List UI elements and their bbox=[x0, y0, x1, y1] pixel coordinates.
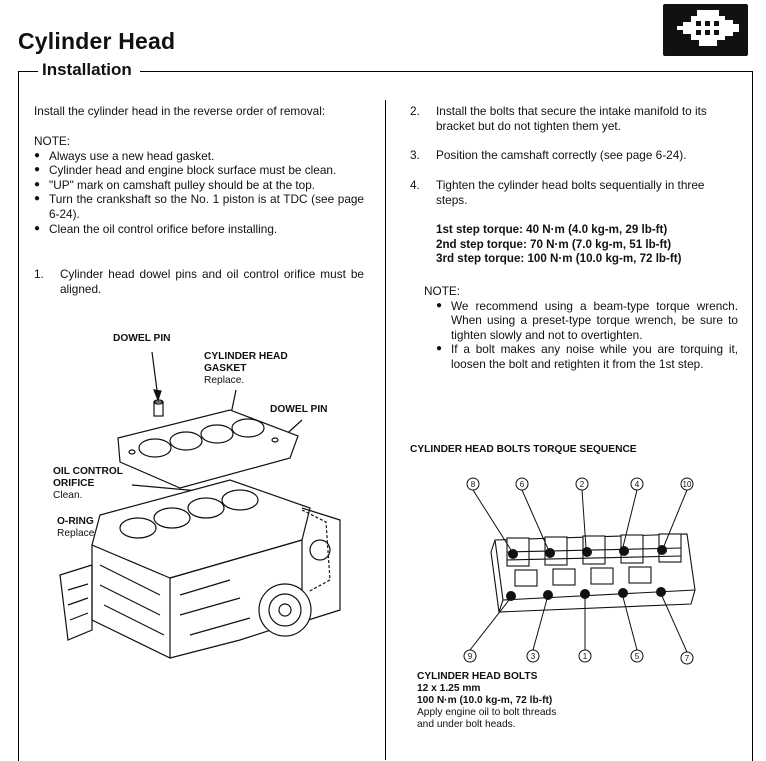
bolt-torque: 100 N·m (10.0 kg-m, 72 lb-ft) bbox=[417, 695, 553, 706]
bolts-label: CYLINDER HEAD BOLTS bbox=[417, 671, 538, 682]
torque-step-2: 2nd step torque: 70 N·m (7.0 kg-m, 51 lb… bbox=[436, 237, 672, 251]
note-item: Cylinder head and engine block surface m… bbox=[34, 163, 364, 178]
step-text: Install the bolts that secure the intake… bbox=[436, 104, 707, 133]
frame-top-rule bbox=[18, 71, 752, 72]
right-steps: 2. Install the bolts that secure the int… bbox=[410, 104, 738, 207]
seq-number: 4 bbox=[635, 480, 640, 489]
section-title: Installation bbox=[38, 60, 140, 80]
step-1: 1. Cylinder head dowel pins and oil cont… bbox=[34, 267, 364, 296]
seq-number: 5 bbox=[635, 652, 640, 661]
note-item: Always use a new head gasket. bbox=[34, 149, 364, 164]
engine-block-illustration bbox=[59, 351, 341, 659]
seq-number: 9 bbox=[468, 652, 473, 661]
seq-number: 10 bbox=[683, 480, 692, 489]
note-item: Clean the oil control orifice before ins… bbox=[34, 222, 364, 237]
step-number: 4. bbox=[410, 178, 420, 192]
label-oil-control-orifice: OIL CONTROL ORIFICE Clean. bbox=[53, 466, 123, 501]
torque-step-1: 1st step torque: 40 N·m (4.0 kg-m, 29 lb… bbox=[436, 223, 668, 236]
seq-number: 1 bbox=[583, 652, 588, 661]
seq-number: 3 bbox=[531, 652, 536, 661]
note-item: "UP" mark on camshaft pulley should be a… bbox=[34, 178, 364, 193]
step-text: Position the camshaft correctly (see pag… bbox=[436, 148, 687, 162]
note-item: Turn the crankshaft so the No. 1 piston … bbox=[34, 192, 364, 221]
page-title: Cylinder Head bbox=[18, 28, 176, 54]
step-number: 3. bbox=[410, 148, 420, 162]
label-cylinder-head-gasket: CYLINDER HEAD GASKET Replace. bbox=[204, 351, 288, 386]
note-label: NOTE: bbox=[34, 134, 71, 148]
engine-section-icon bbox=[663, 4, 748, 56]
bolt-size: 12 x 1.25 mm bbox=[417, 683, 481, 694]
step-number: 1. bbox=[34, 267, 44, 281]
seq-number: 2 bbox=[580, 480, 585, 489]
label-dowel-pin-1: DOWEL PIN bbox=[113, 333, 171, 344]
column-divider bbox=[385, 100, 386, 760]
left-notes: NOTE: Always use a new head gasket. Cyli… bbox=[34, 134, 364, 236]
torque-step-3: 3rd step torque: 100 N·m (10.0 kg-m, 72 … bbox=[436, 252, 682, 266]
bolt-sequence-illustration: 8 6 2 4 10 9 3 1 5 7 bbox=[463, 477, 696, 665]
label-dowel-pin-2: DOWEL PIN bbox=[270, 404, 328, 415]
bolt-note: Apply engine oil to bolt threads bbox=[417, 707, 557, 718]
step-2: 2. Install the bolts that secure the int… bbox=[410, 104, 738, 134]
frame-right-rule bbox=[752, 71, 753, 761]
note-item: We recommend using a beam-type torque wr… bbox=[436, 299, 738, 343]
frame-left-rule bbox=[18, 71, 19, 761]
seq-number: 8 bbox=[471, 480, 476, 489]
label-o-ring: O-RING Replace. bbox=[57, 516, 98, 539]
bolt-note: and under bolt heads. bbox=[417, 719, 516, 730]
step-3: 3. Position the camshaft correctly (see … bbox=[410, 148, 738, 164]
seq-number: 7 bbox=[685, 654, 690, 663]
intro-text: Install the cylinder head in the reverse… bbox=[34, 104, 326, 118]
step-number: 2. bbox=[410, 104, 420, 118]
sequence-title: CYLINDER HEAD BOLTS TORQUE SEQUENCE bbox=[410, 444, 637, 455]
right-notes: NOTE: We recommend using a beam-type tor… bbox=[424, 284, 738, 372]
torque-values: 1st step torque: 40 N·m (4.0 kg-m, 29 lb… bbox=[436, 223, 746, 267]
step-4: 4. Tighten the cylinder head bolts seque… bbox=[410, 178, 738, 207]
note-item: If a bolt makes any noise while you are … bbox=[436, 342, 738, 371]
step-text: Tighten the cylinder head bolts sequenti… bbox=[436, 178, 705, 207]
seq-number: 6 bbox=[520, 480, 525, 489]
bolt-spec: CYLINDER HEAD BOLTS 12 x 1.25 mm 100 N·m… bbox=[417, 671, 737, 731]
step-text: Cylinder head dowel pins and oil control… bbox=[60, 267, 364, 296]
note-label: NOTE: bbox=[424, 284, 461, 298]
